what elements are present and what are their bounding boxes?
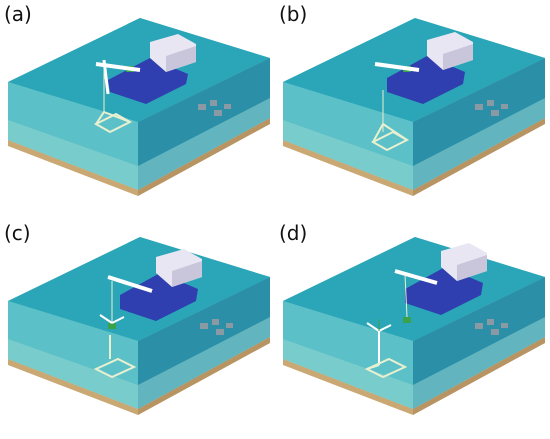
scene-c — [8, 237, 270, 415]
panel-label: (d) — [279, 221, 308, 245]
panel-a: (a) — [0, 0, 275, 219]
seabed-rocks — [200, 319, 233, 335]
jacket — [364, 357, 408, 379]
jacket — [93, 335, 137, 379]
vessel — [107, 249, 202, 321]
vessel — [374, 32, 473, 104]
panel-label: (a) — [4, 2, 32, 26]
panel-label: (b) — [279, 2, 308, 26]
seabed-rocks — [475, 100, 508, 116]
turbine — [99, 281, 125, 329]
panel-c: (c) — [0, 219, 275, 438]
jacket — [370, 90, 410, 152]
vessel — [394, 243, 487, 323]
seabed-rocks — [475, 319, 508, 335]
jacket — [93, 70, 133, 134]
panel-d: (d) — [275, 219, 550, 438]
turbine — [366, 319, 392, 365]
vessel — [95, 34, 196, 104]
panel-label: (c) — [4, 221, 31, 245]
seabed-rocks — [198, 100, 231, 116]
panel-b: (b) — [275, 0, 550, 219]
scene-a — [8, 18, 270, 196]
scene-b — [283, 18, 545, 196]
scene-d — [283, 237, 545, 415]
